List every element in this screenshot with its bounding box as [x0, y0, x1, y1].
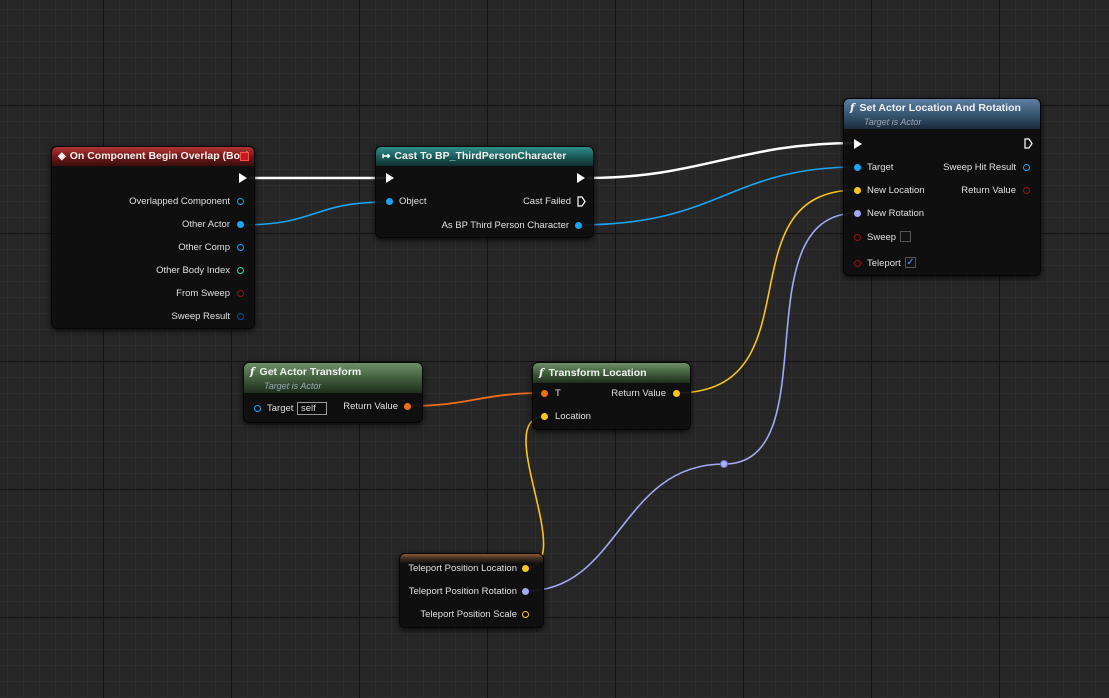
pin-sweep: Sweep: [867, 232, 897, 243]
cast-node-title: Cast To BP_ThirdPersonCharacter: [394, 150, 567, 162]
teleport-position-node[interactable]: Teleport Position Location Teleport Posi…: [399, 553, 544, 628]
teleport-position-header: [400, 554, 543, 563]
exec-in-pin[interactable]: [854, 139, 862, 149]
exec-out-pin[interactable]: [239, 173, 247, 183]
exec-out-empty-pin[interactable]: [1024, 138, 1033, 149]
set-actor-location-rotation-node[interactable]: f Set Actor Location And Rotation Target …: [843, 98, 1041, 276]
pin-icon-rotation[interactable]: [522, 588, 529, 595]
object-wire-as-bp-to-target[interactable]: [578, 166, 858, 226]
pin-return-value: Return Value: [343, 401, 398, 412]
pin-other-actor: Other Actor: [181, 219, 230, 230]
event-node-begin-overlap[interactable]: ◈On Component Begin Overlap (Box) Overla…: [51, 146, 255, 329]
pin-icon-sweep[interactable]: [854, 234, 861, 241]
get-actor-transform-title: Get Actor Transform: [259, 366, 362, 378]
transform-location-node[interactable]: f Transform Location T Return Value Locat…: [532, 362, 691, 430]
target-self-input[interactable]: self: [297, 402, 327, 415]
transform-location-title: Transform Location: [548, 367, 647, 379]
pin-new-location: New Location: [867, 185, 925, 196]
event-node-title: On Component Begin Overlap (Box): [69, 150, 250, 162]
exec-out-empty-pin[interactable]: [577, 196, 586, 207]
pin-return-value: Return Value: [961, 185, 1016, 196]
set-actor-node-title: Set Actor Location And Rotation: [859, 102, 1021, 114]
event-diamond-icon: ◈: [58, 151, 66, 162]
exec-wire-cast-to-set[interactable]: [587, 141, 856, 180]
get-actor-transform-subtitle: Target is Actor: [264, 381, 322, 391]
pin-from-sweep: From Sweep: [176, 288, 230, 299]
set-actor-node-subtitle: Target is Actor: [864, 117, 922, 127]
object-wire-other-actor-to-object[interactable]: [239, 201, 389, 226]
pin-icon-return-value[interactable]: [1023, 187, 1030, 194]
pin-object: Object: [399, 196, 427, 207]
function-icon: f: [539, 367, 544, 379]
get-actor-transform-header: f Get Actor Transform Target is Actor: [244, 363, 422, 393]
pin-sweep-result: Sweep Result: [171, 311, 230, 322]
exec-out-pin[interactable]: [577, 173, 585, 183]
pin-icon-location[interactable]: [541, 413, 548, 420]
cast-node-header: ↦Cast To BP_ThirdPersonCharacter: [376, 147, 593, 166]
pin-icon-new-rotation[interactable]: [854, 210, 861, 217]
pin-new-rotation: New Rotation: [867, 208, 925, 219]
pin-t: T: [555, 388, 561, 399]
pin-icon-other-comp[interactable]: [237, 244, 244, 251]
pin-icon-t[interactable]: [541, 390, 548, 397]
pin-icon-return-value[interactable]: [404, 403, 411, 410]
pin-sweep-hit-result: Sweep Hit Result: [943, 162, 1016, 173]
pin-icon-as-bp[interactable]: [575, 222, 582, 229]
pin-icon-target[interactable]: [254, 405, 261, 412]
pin-other-comp: Other Comp: [178, 242, 230, 253]
rotator-wire-reroute-to-new-rotation[interactable]: [723, 212, 858, 465]
function-icon: f: [850, 102, 855, 114]
vector-wire-return-to-new-location[interactable]: [675, 189, 858, 394]
pin-icon-sweep-hit-result[interactable]: [1023, 164, 1030, 171]
pin-icon-target[interactable]: [854, 164, 861, 171]
pin-as-bp-third-person-character: As BP Third Person Character: [441, 220, 569, 231]
pin-overlapped-component: Overlapped Component: [129, 196, 230, 207]
pin-icon-from-sweep[interactable]: [237, 290, 244, 297]
pin-icon-sweep-result[interactable]: [237, 313, 244, 320]
delegate-pin-icon[interactable]: [240, 152, 249, 161]
pin-teleport: Teleport: [867, 258, 901, 269]
pin-icon-other-actor[interactable]: [237, 221, 244, 228]
pin-icon-return-value[interactable]: [673, 390, 680, 397]
pin-target: Target: [267, 403, 294, 414]
pin-icon-object[interactable]: [386, 198, 393, 205]
pin-icon-other-body-index[interactable]: [237, 267, 244, 274]
pin-teleport-position-scale: Teleport Position Scale: [420, 609, 517, 620]
cast-node[interactable]: ↦Cast To BP_ThirdPersonCharacter Object …: [375, 146, 594, 238]
reroute-node[interactable]: [720, 460, 728, 468]
pin-icon-teleport[interactable]: [854, 260, 861, 267]
pin-other-body-index: Other Body Index: [156, 265, 230, 276]
cast-icon: ↦: [382, 151, 391, 162]
get-actor-transform-node[interactable]: f Get Actor Transform Target is Actor Tar…: [243, 362, 423, 423]
pin-icon-overlapped-component[interactable]: [237, 198, 244, 205]
pin-teleport-position-rotation: Teleport Position Rotation: [408, 586, 517, 597]
function-icon: f: [250, 366, 255, 378]
transform-location-header: f Transform Location: [533, 363, 690, 383]
pin-return-value: Return Value: [611, 388, 666, 399]
transform-wire[interactable]: [408, 392, 545, 407]
set-actor-node-header: f Set Actor Location And Rotation Target …: [844, 99, 1040, 129]
vector-wire-location-to-transform[interactable]: [524, 416, 545, 569]
pin-icon-location[interactable]: [522, 565, 529, 572]
rotator-wire-rotation-to-reroute[interactable]: [525, 463, 725, 592]
pin-target: Target: [867, 162, 894, 173]
pin-icon-new-location[interactable]: [854, 187, 861, 194]
event-node-header: ◈On Component Begin Overlap (Box): [52, 147, 254, 166]
pin-location: Location: [555, 411, 591, 422]
sweep-checkbox[interactable]: [900, 231, 911, 242]
exec-in-pin[interactable]: [386, 173, 394, 183]
teleport-checkbox[interactable]: ✓: [905, 257, 916, 268]
pin-cast-failed: Cast Failed: [522, 196, 571, 207]
pin-icon-scale[interactable]: [522, 611, 529, 618]
pin-teleport-position-location: Teleport Position Location: [408, 563, 517, 574]
